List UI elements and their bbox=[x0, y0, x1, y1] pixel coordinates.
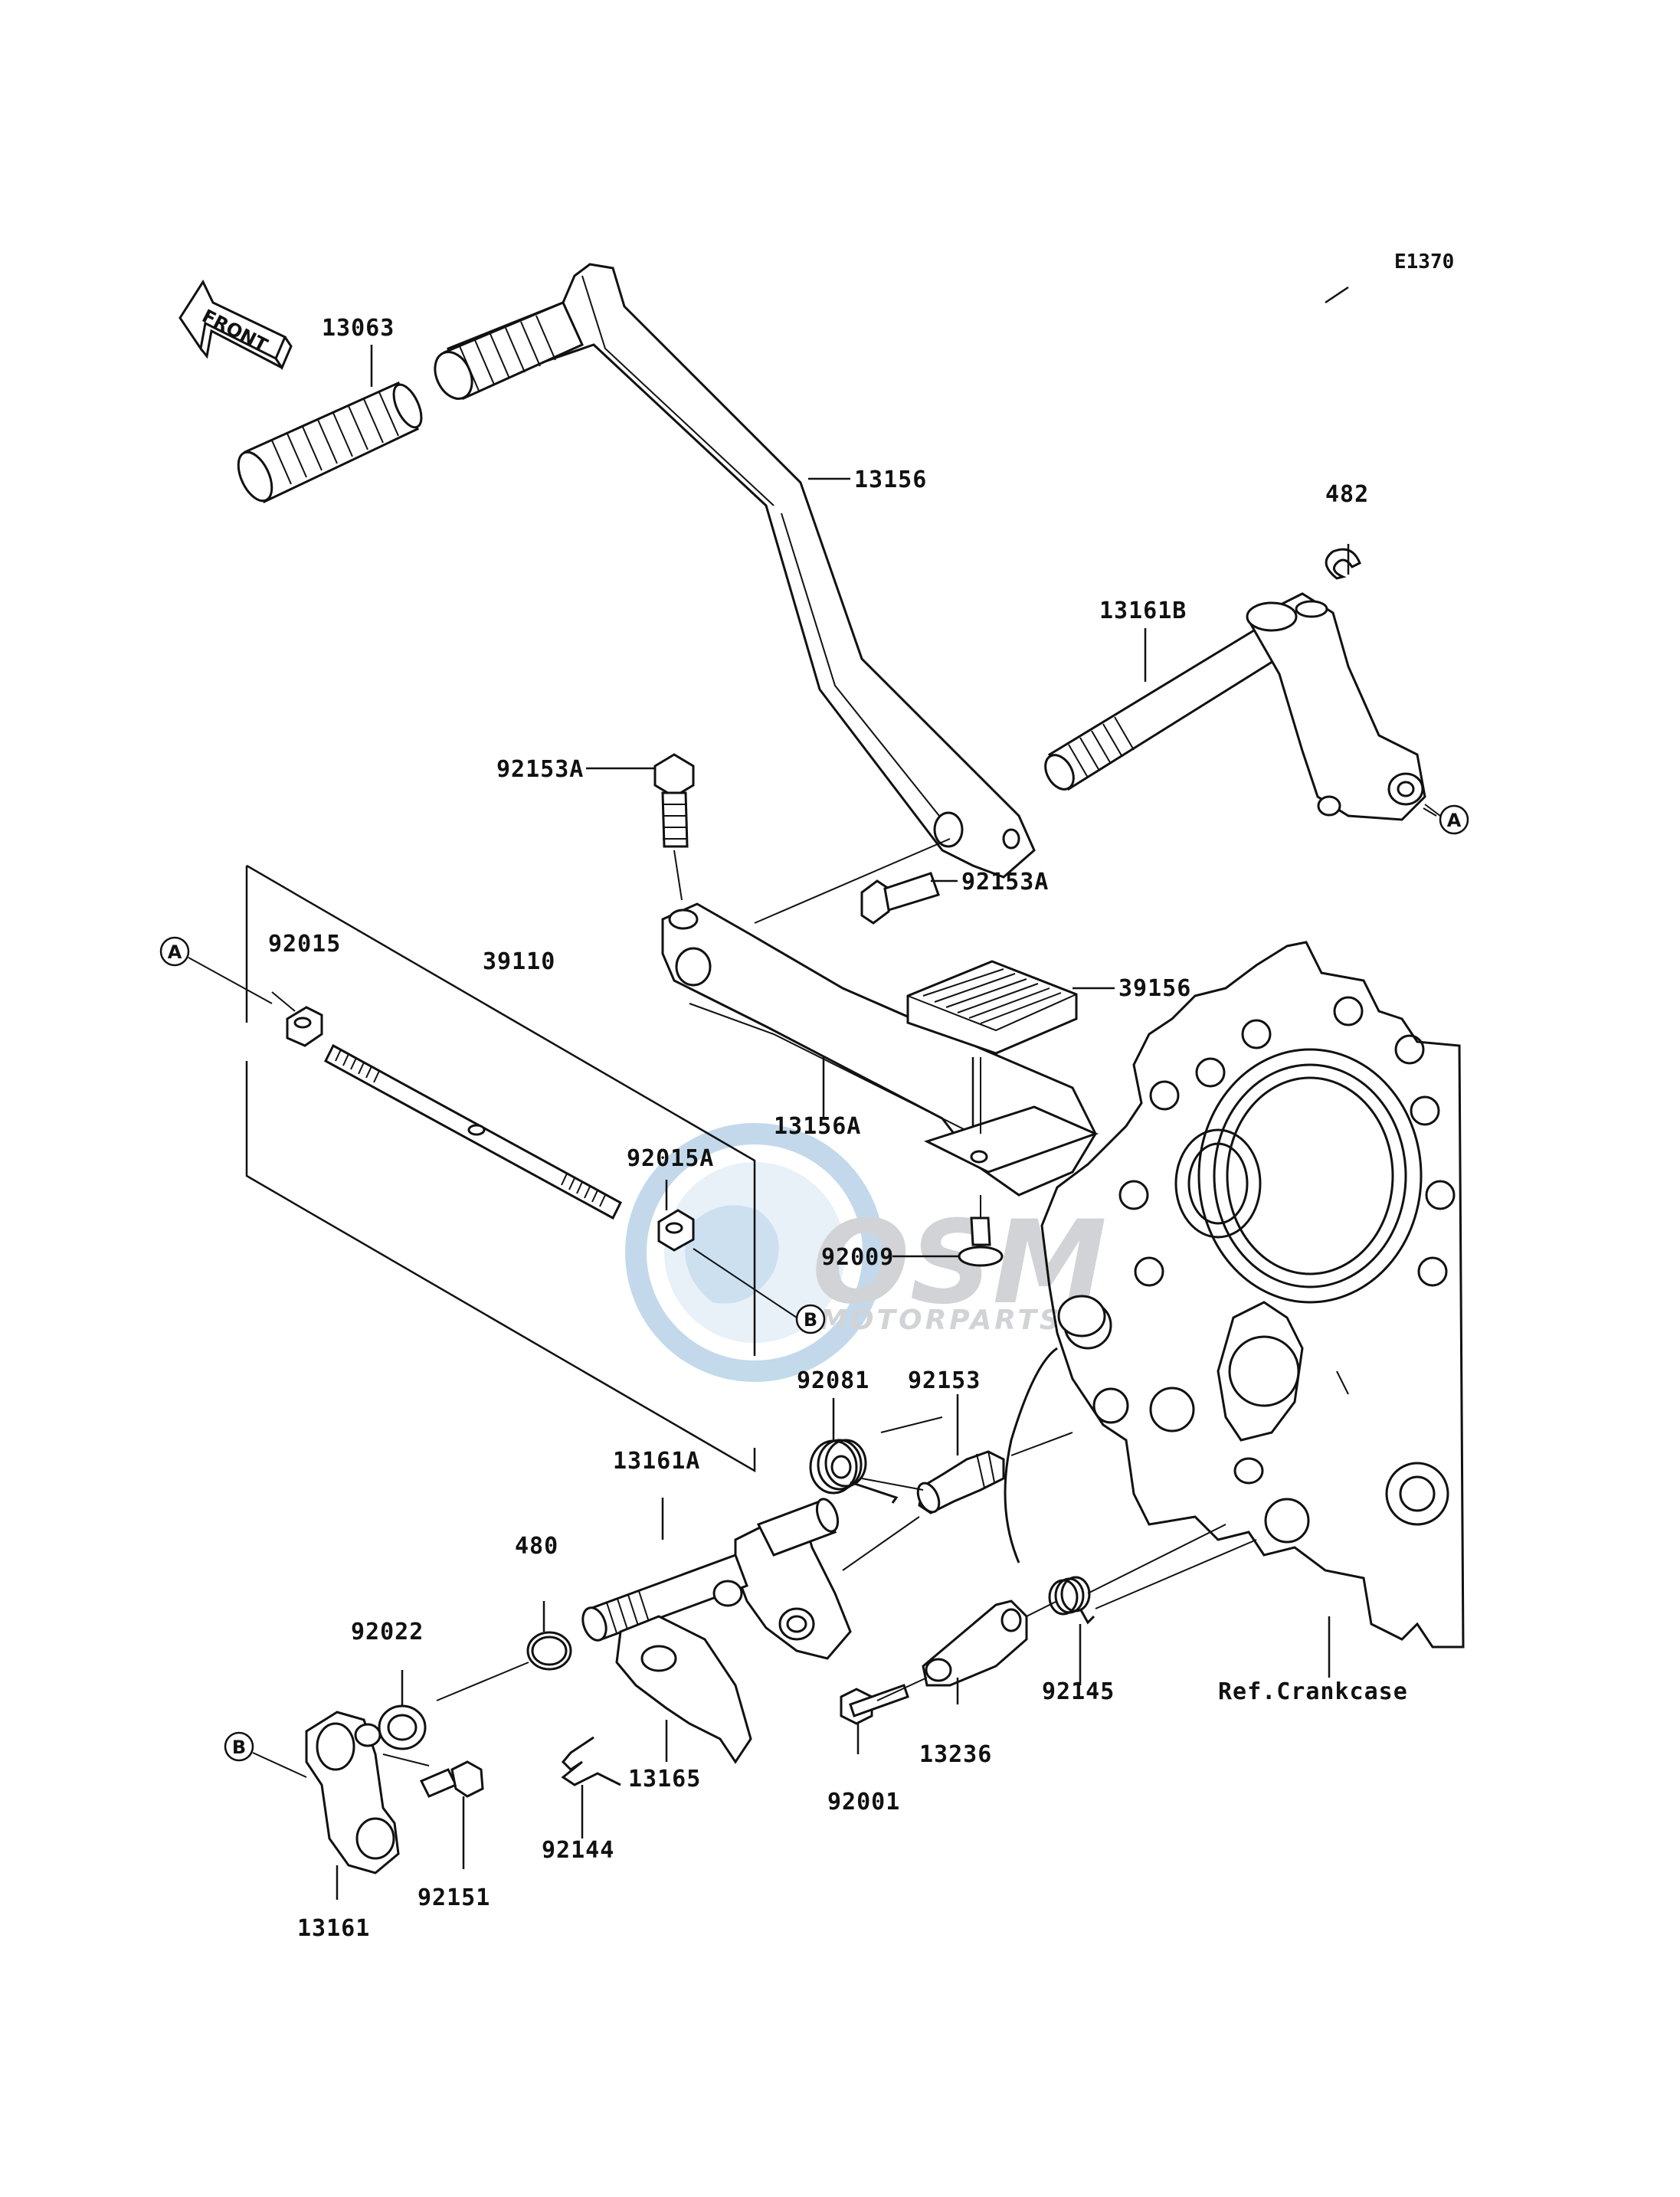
label-480: 480 bbox=[515, 1533, 558, 1560]
crankcase-reference bbox=[1004, 941, 1465, 1649]
shift-plate-13165 bbox=[615, 1615, 752, 1764]
clip-482 bbox=[1325, 548, 1361, 580]
circlip-480 bbox=[526, 1631, 572, 1671]
leader-lines bbox=[271, 286, 1437, 1900]
label-92081: 92081 bbox=[797, 1367, 869, 1394]
washer-92022 bbox=[378, 1704, 427, 1750]
label-13063: 13063 bbox=[322, 315, 395, 342]
front-arrow-icon: FRONT bbox=[178, 279, 293, 371]
nut-92015A bbox=[657, 1209, 695, 1252]
diagram-code: E1370 bbox=[1394, 250, 1454, 273]
spring-92144 bbox=[561, 1736, 621, 1786]
spring-92145 bbox=[1048, 1576, 1095, 1625]
label-92145: 92145 bbox=[1042, 1678, 1115, 1705]
label-92151: 92151 bbox=[418, 1884, 490, 1911]
marker-b-mid: B bbox=[795, 1304, 826, 1334]
label-39156: 39156 bbox=[1118, 975, 1191, 1002]
shift-lever-13156 bbox=[434, 263, 1036, 879]
bolt-92153 bbox=[916, 1450, 1005, 1514]
label-13161B: 13161B bbox=[1099, 598, 1187, 624]
bolt-92151 bbox=[419, 1760, 484, 1798]
reference-markers: A A B B bbox=[159, 804, 1469, 1778]
label-13156A: 13156A bbox=[774, 1113, 861, 1140]
shift-arm-13161 bbox=[305, 1711, 400, 1874]
pedal-rubber-39156 bbox=[906, 960, 1078, 1055]
label-13156: 13156 bbox=[854, 467, 927, 493]
label-92009: 92009 bbox=[821, 1244, 894, 1271]
tie-rod-39110 bbox=[245, 864, 756, 1473]
marker-b-left: B bbox=[224, 1731, 307, 1778]
label-92153A-mid: 92153A bbox=[961, 869, 1049, 895]
label-92022: 92022 bbox=[351, 1619, 424, 1645]
label-92144: 92144 bbox=[542, 1837, 614, 1864]
label-92015: 92015 bbox=[268, 931, 341, 958]
watermark-sub: MOTORPARTS bbox=[820, 1305, 1063, 1336]
label-92001: 92001 bbox=[827, 1789, 900, 1816]
label-13236: 13236 bbox=[919, 1741, 992, 1768]
marker-a-right-label: A bbox=[1447, 810, 1462, 831]
label-13161: 13161 bbox=[297, 1915, 370, 1942]
marker-b-left-label: B bbox=[232, 1737, 246, 1758]
grip-rubber-13063 bbox=[237, 381, 423, 504]
lever-13236 bbox=[922, 1599, 1028, 1687]
bolt-92153A-top bbox=[653, 753, 695, 848]
nut-92015 bbox=[286, 1006, 323, 1047]
label-39110: 39110 bbox=[483, 948, 555, 975]
marker-a-left: A bbox=[159, 936, 273, 1004]
bolt-92009 bbox=[958, 1216, 1004, 1267]
marker-b-mid-label: B bbox=[804, 1309, 817, 1331]
label-482: 482 bbox=[1325, 481, 1369, 508]
shift-shaft-13161B bbox=[1044, 592, 1426, 821]
marker-a-right: A bbox=[1424, 804, 1469, 835]
label-ref-crankcase: Ref.Crankcase bbox=[1218, 1678, 1408, 1705]
spring-92081 bbox=[809, 1439, 899, 1504]
label-13161A: 13161A bbox=[613, 1448, 700, 1475]
label-92015A: 92015A bbox=[627, 1145, 714, 1172]
label-92153A-top: 92153A bbox=[496, 756, 584, 783]
shift-shaft-13161A bbox=[581, 1498, 852, 1660]
label-92153: 92153 bbox=[908, 1367, 981, 1394]
label-13165: 13165 bbox=[628, 1766, 701, 1793]
part-labels: 13063 13156 482 13161B 92153A 92153A 920… bbox=[268, 315, 1408, 1942]
watermark-brand: OSM bbox=[812, 1197, 1107, 1330]
bolt-92153A-mid bbox=[860, 872, 940, 925]
marker-a-left-label: A bbox=[168, 941, 182, 963]
brake-arm-13156A bbox=[661, 902, 1099, 1197]
